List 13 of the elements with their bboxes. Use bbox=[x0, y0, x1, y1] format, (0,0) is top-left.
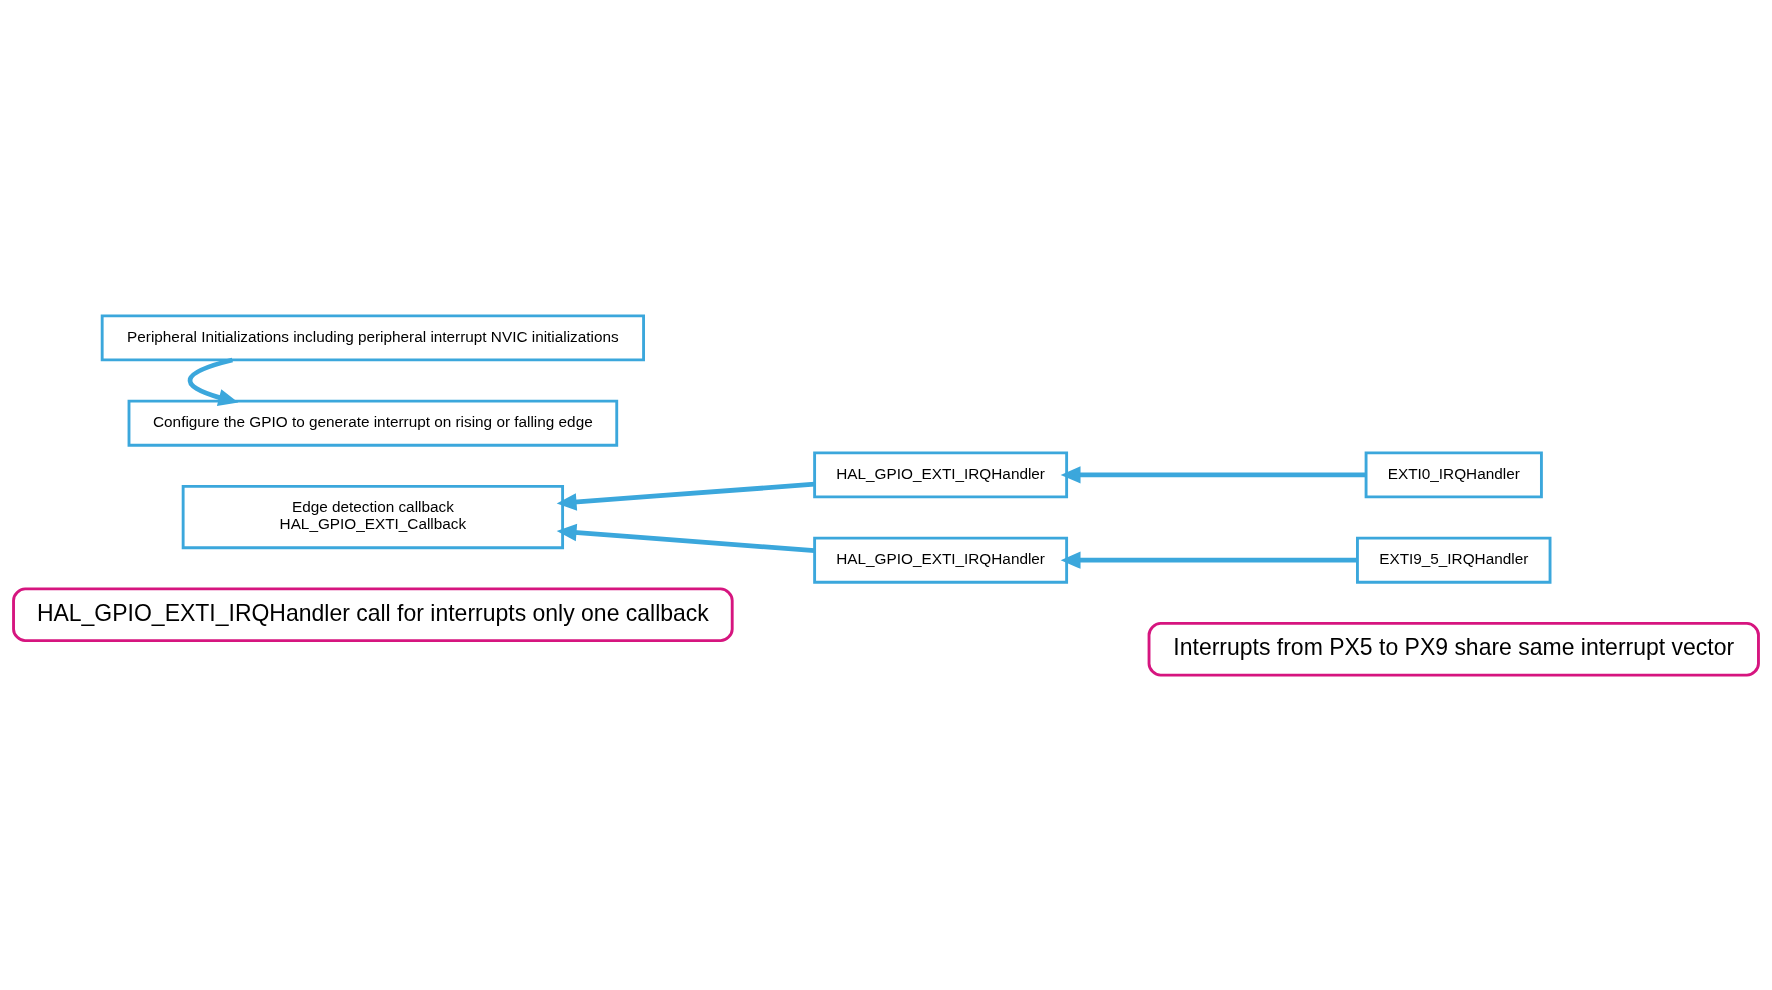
node-box: Interrupts from PX5 to PX9 share same interrupt vector bbox=[1147, 621, 1760, 677]
node-box: Edge detection callback HAL_GPIO_EXTI_Callback bbox=[181, 484, 565, 549]
arrow bbox=[556, 523, 815, 553]
node-box: HAL_GPIO_EXTI_IRQHandler call for interrupts only one callback bbox=[12, 587, 734, 642]
node-box: Configure the GPIO to generate interrupt on rising or falling edge bbox=[127, 399, 619, 447]
node-box: HAL_GPIO_EXTI_IRQHandler bbox=[813, 536, 1069, 584]
arrow bbox=[556, 481, 815, 511]
node-box: HAL_GPIO_EXTI_IRQHandler bbox=[813, 450, 1069, 498]
arrow bbox=[1060, 551, 1358, 569]
node-box: EXTI9_5_IRQHandler bbox=[1356, 536, 1552, 584]
node-box: Peripheral Initializations including peripheral interrupt NVIC initializations bbox=[100, 313, 645, 361]
arrow bbox=[1060, 465, 1366, 484]
node-box: EXTI0_IRQHandler bbox=[1364, 450, 1543, 498]
